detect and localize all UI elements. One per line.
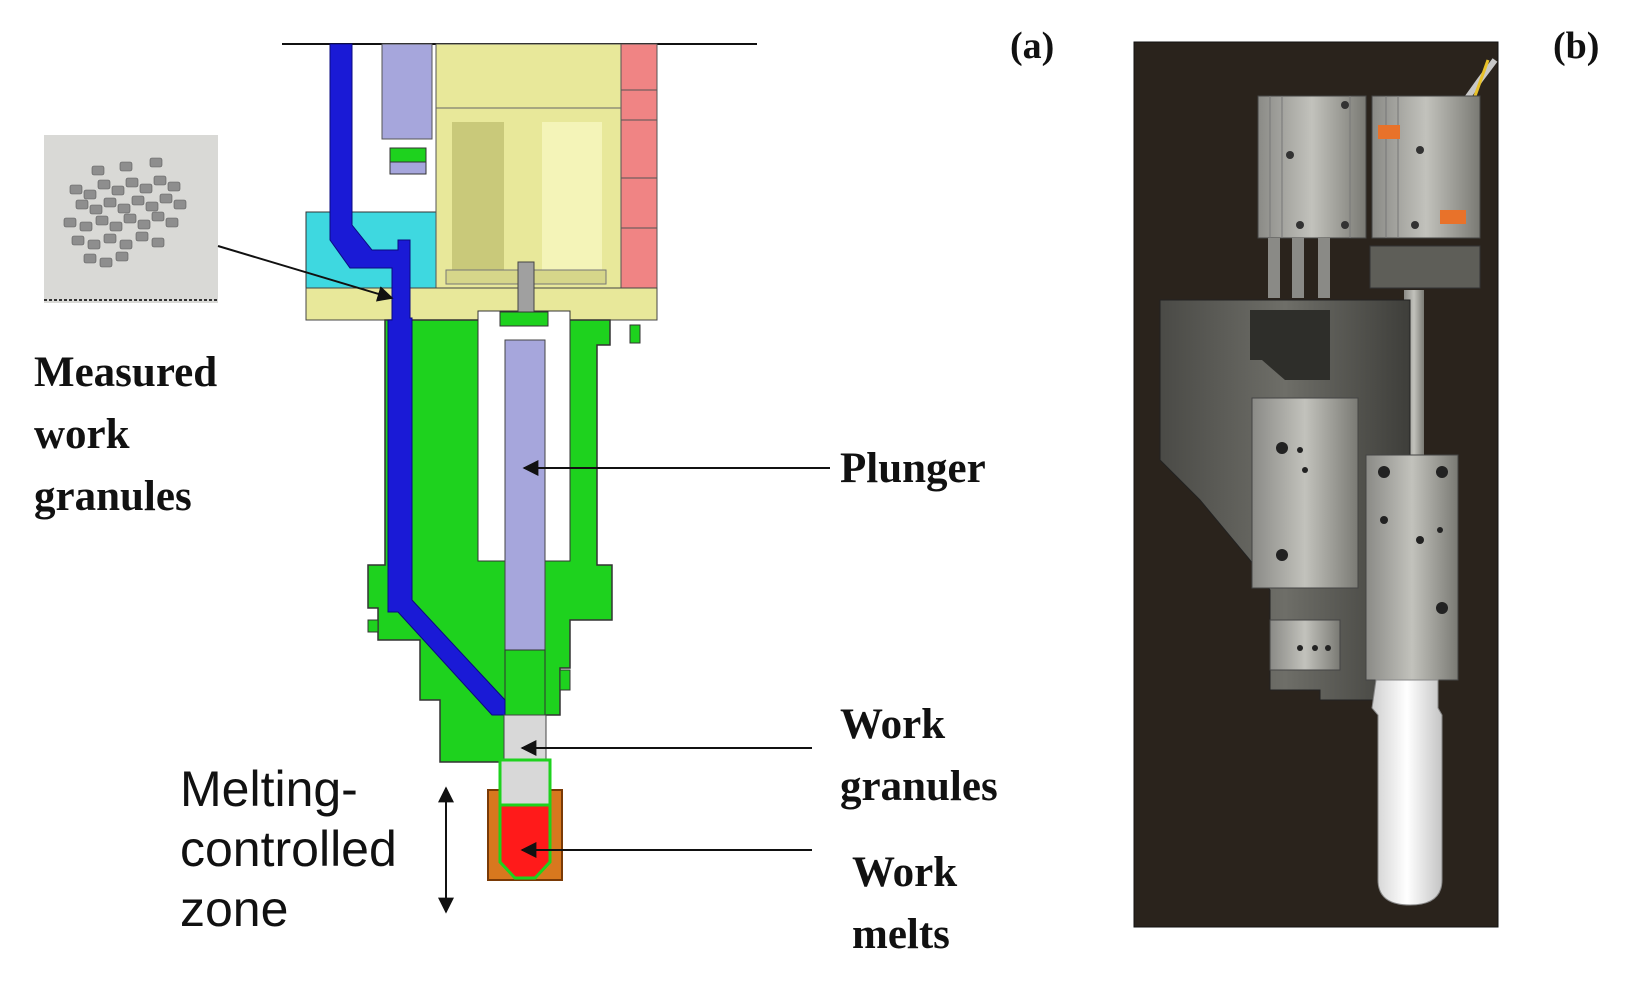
label-work-granules-line-1: Work bbox=[840, 701, 945, 748]
panel-b-photo bbox=[1133, 41, 1499, 928]
arrow-measured-granules bbox=[217, 245, 394, 302]
label-work-granules: Work granules bbox=[840, 701, 998, 810]
label-zone-line-1: Melting- bbox=[180, 761, 358, 817]
slide-plate-left bbox=[1251, 397, 1359, 589]
label-work-melts-line-1: Work bbox=[852, 849, 957, 896]
plunger-rod bbox=[504, 339, 546, 651]
label-plunger: Plunger bbox=[840, 445, 986, 492]
label-measured-line-2: work bbox=[34, 411, 130, 458]
label-melting-controlled-zone: Melting- controlled zone bbox=[180, 761, 397, 937]
label-measured-line-1: Measured bbox=[34, 349, 217, 396]
panel-b-tag: (b) bbox=[1553, 25, 1599, 67]
label-zone-line-2: controlled bbox=[180, 821, 397, 877]
label-work-melts-line-2: melts bbox=[852, 911, 950, 958]
panel-a-tag: (a) bbox=[1010, 25, 1054, 67]
actuator-left bbox=[1257, 95, 1367, 239]
granule-photo-inset bbox=[44, 135, 218, 303]
melt-region bbox=[498, 803, 552, 880]
white-nozzle bbox=[1371, 679, 1443, 906]
label-measured-work-granules: Measured work granules bbox=[34, 349, 217, 520]
pink-block bbox=[620, 43, 658, 289]
label-work-melts: Work melts bbox=[852, 849, 957, 958]
carriage-plate bbox=[1365, 454, 1459, 681]
upper-rod bbox=[381, 43, 433, 140]
label-zone-line-3: zone bbox=[180, 881, 288, 937]
feed-channel bbox=[329, 43, 506, 716]
panel-a-diagram bbox=[282, 43, 757, 881]
leader-arrows bbox=[217, 245, 830, 914]
label-measured-line-3: granules bbox=[34, 473, 192, 520]
label-work-granules-line-2: granules bbox=[840, 763, 998, 810]
